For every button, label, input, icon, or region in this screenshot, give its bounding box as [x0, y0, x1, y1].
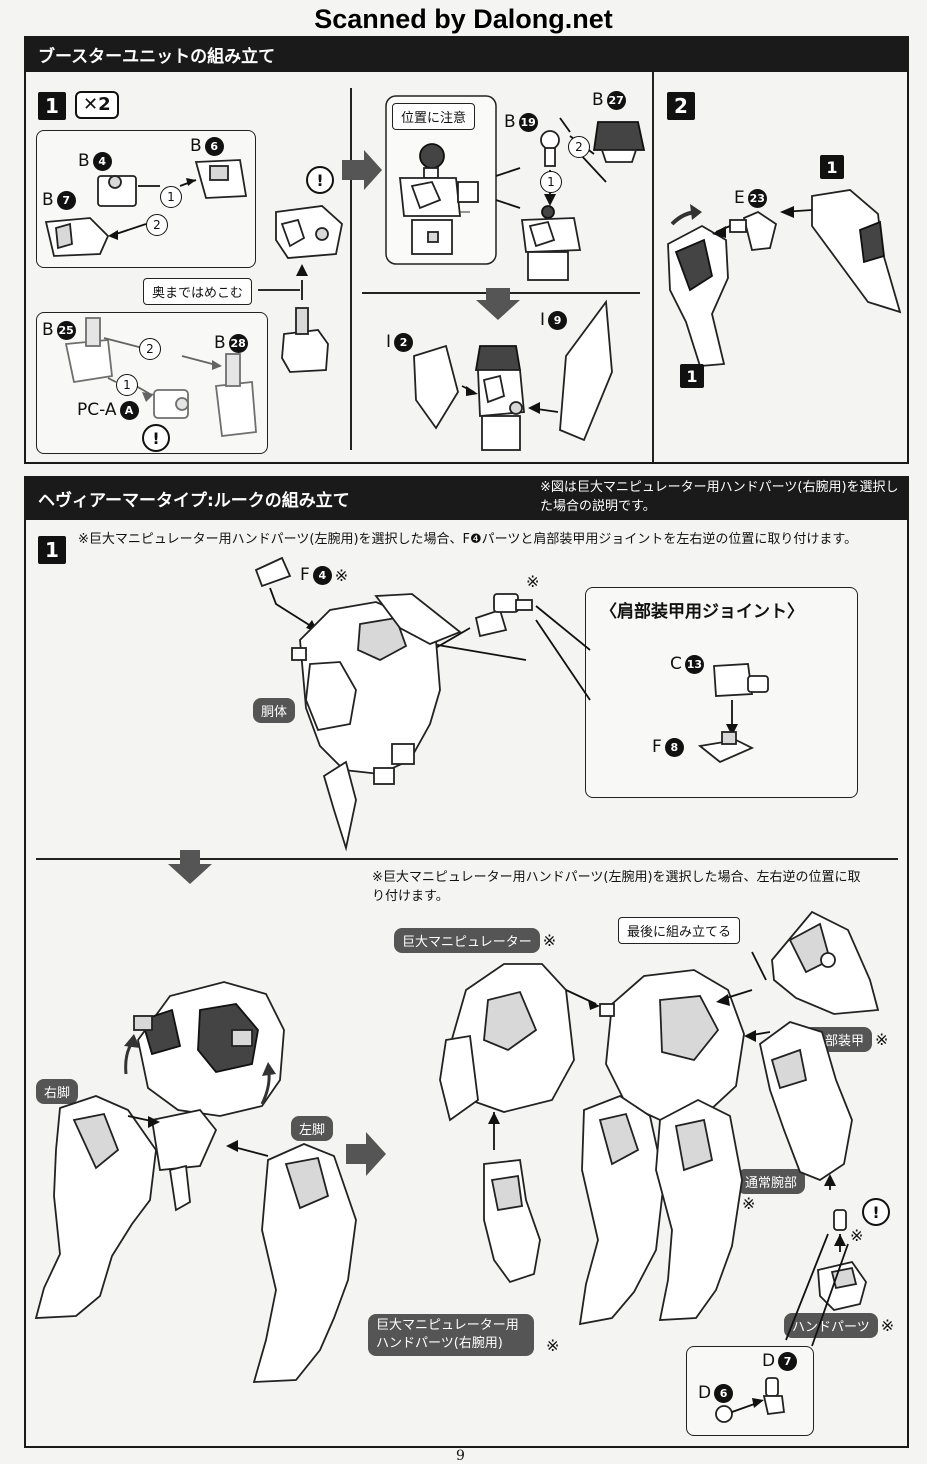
rook-note-reverse: ※巨大マニピュレーター用ハンドパーツ(左腕用)を選択した場合、左右逆の位置に取り…	[372, 870, 861, 904]
rook-note-left-arm: ※巨大マニピュレーター用ハンドパーツ(左腕用)を選択した場合、F❹パーツと肩部装…	[78, 532, 858, 547]
rook-section-frame	[24, 518, 909, 1448]
quantity-x2-badge: ✕2	[75, 91, 119, 119]
warning-icon-pca: !	[142, 424, 170, 452]
torso-label: 胴体	[253, 698, 296, 723]
hand-parts-label-wrap: ハンドパーツ※	[784, 1313, 894, 1338]
sub-part-marker-1a: 1	[820, 155, 844, 179]
order-marker-2c: 2	[568, 136, 590, 158]
order-marker-1b: 1	[116, 374, 138, 396]
star-mark-joint: ※	[526, 572, 540, 591]
star-mark-hand-peg: ※	[850, 1226, 864, 1245]
booster-divider-vertical-2	[652, 72, 654, 462]
order-marker-2: 2	[146, 214, 168, 236]
right-leg-label: 右脚	[36, 1079, 79, 1104]
order-marker-1c: 1	[540, 171, 562, 193]
normal-arm-label: 通常腕部	[737, 1169, 806, 1194]
shoulder-joint-title: 〈肩部装甲用ジョイント〉	[600, 602, 804, 622]
rook-step-1-number: 1	[38, 536, 66, 564]
manipulator-hand-label: 巨大マニピュレーター用ハンドパーツ(右腕用)	[368, 1314, 534, 1356]
rook-divider-horizontal	[36, 858, 898, 860]
star-mark-normal-arm: ※	[742, 1194, 756, 1213]
rook-header-note: ※図は巨大マニピュレーター用ハンドパーツ(右腕用)を選択した場合の説明です。	[540, 480, 899, 514]
order-marker-2b: 2	[139, 338, 161, 360]
caution-position-note: 位置に注意	[392, 103, 476, 130]
push-in-note: 奥まではめこむ	[143, 278, 253, 305]
warning-icon-hand: !	[862, 1198, 890, 1226]
booster-section-title: ブースターユニットの組み立て	[38, 46, 276, 67]
booster-section-frame	[24, 70, 909, 464]
sub-part-marker-1b: 1	[680, 364, 704, 388]
manipulator-label-wrap: 巨大マニピュレーター※	[394, 928, 556, 953]
star-mark-manip-hand: ※	[546, 1336, 560, 1355]
order-marker-1: 1	[160, 186, 182, 208]
warning-icon-top: !	[306, 166, 334, 194]
step-2-number: 2	[667, 92, 695, 120]
watermark-text: Scanned by Dalong.net	[314, 4, 613, 34]
assemble-last-note: 最後に組み立てる	[618, 917, 741, 944]
hand-parts-label: ハンドパーツ	[784, 1313, 878, 1338]
rook-section-header: ヘヴィアーマータイプ:ルークの組み立て	[24, 476, 909, 520]
booster-divider-vertical-1	[350, 88, 352, 450]
rook-section-title: ヘヴィアーマータイプ:ルークの組み立て	[38, 490, 350, 511]
step-1-number: 1	[38, 92, 66, 120]
left-leg-label: 左脚	[291, 1116, 334, 1141]
page-number: 9	[456, 1448, 465, 1464]
manipulator-label: 巨大マニピュレーター	[394, 928, 540, 953]
booster-section-header: ブースターユニットの組み立て	[24, 36, 909, 72]
